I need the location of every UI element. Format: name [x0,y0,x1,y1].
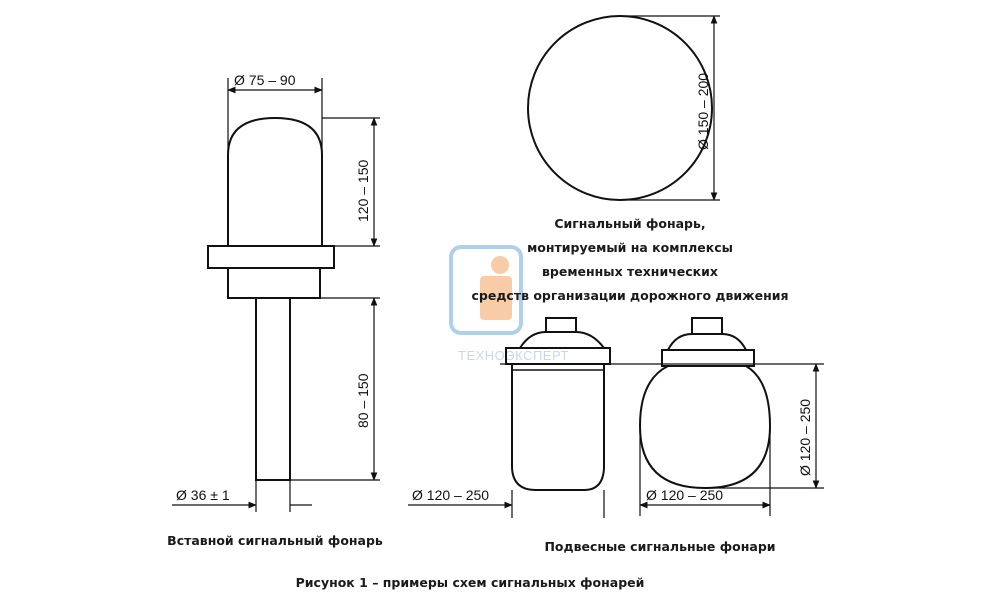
insert-lantern-collar [227,267,321,299]
insert-lantern-caption: Вставной сигнальный фонарь [167,533,383,548]
insert-pole-diameter-label: Ø 36 ± 1 [176,487,230,503]
insert-lantern-drawing [207,116,335,481]
hanging-lanterns-caption: Подвесные сигнальные фонари [544,539,776,554]
insert-lantern-dome [227,116,323,246]
insert-head-diameter-label: Ø 75 – 90 [234,72,296,88]
mounted-caption-line-2: монтируемый на комплексы [527,240,733,255]
hanging-height-label: Ø 120 – 250 [797,399,813,476]
hanging-ball-drawing [638,317,772,490]
insert-pole-height-label: 80 – 150 [355,373,371,428]
mounted-caption-line-3: временных технических [542,264,718,279]
mounted-lantern-caption: Сигнальный фонарь, монтируемый на компле… [470,212,790,308]
mounted-caption-line-4: средств организации дорожного движения [471,288,789,303]
mounted-lantern-circle [527,15,713,201]
watermark-logo: ТЕХНОЭКСПЕРТ [449,245,569,363]
insert-lantern-flange [207,245,335,269]
mounted-diameter-label: Ø 150 – 200 [695,73,711,150]
hanging-right-diameter-label: Ø 120 – 250 [646,487,723,503]
insert-lantern-pole [255,297,291,481]
watermark-text: ТЕХНОЭКСПЕРТ [458,348,569,363]
mounted-caption-line-1: Сигнальный фонарь, [554,216,706,231]
hanging-left-diameter-label: Ø 120 – 250 [412,487,489,503]
hanging-cylinder-drawing [505,317,611,491]
figure-caption: Рисунок 1 – примеры схем сигнальных фона… [295,575,645,590]
insert-head-height-label: 120 – 150 [355,160,371,222]
